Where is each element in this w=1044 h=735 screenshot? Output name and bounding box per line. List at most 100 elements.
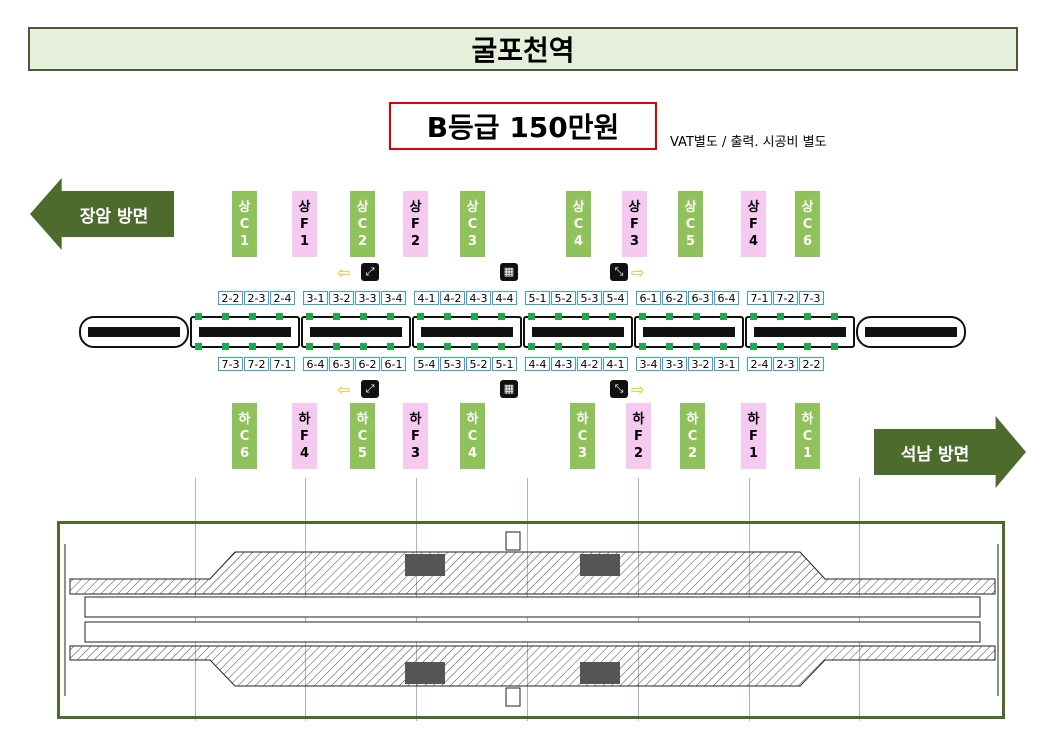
ad-panel-char: 3 (410, 445, 421, 461)
door-marker (609, 313, 616, 320)
door-label: 2-3 (773, 357, 798, 371)
yellow-arrow-left-icon: ⇦ (337, 380, 351, 399)
door-marker (222, 343, 229, 350)
door-label: 2-2 (218, 291, 243, 305)
train-window-strip (532, 327, 624, 337)
ad-panel-char: C (802, 216, 813, 232)
door-marker (750, 343, 757, 350)
door-marker (471, 343, 478, 350)
door-label: 6-4 (303, 357, 328, 371)
door-marker (777, 313, 784, 320)
door-label: 6-2 (662, 291, 687, 305)
ad-panel-char: 1 (299, 233, 310, 249)
escalator-icon: ⤢ (361, 380, 379, 398)
door-marker (528, 343, 535, 350)
door-marker (777, 343, 784, 350)
door-marker (555, 343, 562, 350)
door-label: 2-3 (244, 291, 269, 305)
door-label: 4-1 (603, 357, 628, 371)
ad-panel-char: 상 (356, 199, 369, 215)
door-label: 4-4 (492, 291, 517, 305)
door-label: 4-1 (414, 291, 439, 305)
ad-panel-char: C (467, 216, 478, 232)
door-marker (498, 343, 505, 350)
grade-note: VAT별도 / 출력. 시공비 별도 (670, 135, 827, 150)
ad-panel-char: F (749, 216, 758, 232)
door-marker (417, 343, 424, 350)
ad-panel-char: F (634, 428, 643, 444)
ad-panel-char: 상 (409, 199, 422, 215)
door-marker (333, 343, 340, 350)
elevator-icon: ▦ (500, 380, 518, 398)
door-marker (387, 343, 394, 350)
door-marker (831, 343, 838, 350)
door-marker (582, 313, 589, 320)
ad-panel-char: F (411, 216, 420, 232)
ad-panel-char: 하 (409, 411, 422, 427)
door-marker (666, 343, 673, 350)
door-marker (831, 313, 838, 320)
station-floor-plan (57, 521, 1005, 719)
ad-panel-char: 하 (238, 411, 251, 427)
door-label: 3-4 (381, 291, 406, 305)
door-label: 5-3 (577, 291, 602, 305)
escalator-icon: ⤡ (610, 263, 628, 281)
ad-panel-char: F (300, 216, 309, 232)
door-marker (249, 313, 256, 320)
ad-panel-char: 3 (629, 233, 640, 249)
door-label: 3-1 (303, 291, 328, 305)
door-label: 7-1 (270, 357, 295, 371)
door-label: 3-1 (714, 357, 739, 371)
ad-panel-char: 1 (802, 445, 813, 461)
door-marker (528, 313, 535, 320)
yellow-arrow-right-icon: ⇨ (631, 380, 645, 399)
door-marker (639, 313, 646, 320)
ad-panel-char: 2 (633, 445, 644, 461)
floor-plan-drawing (64, 531, 999, 707)
ad-panel-char: 하 (686, 411, 699, 427)
door-marker (609, 343, 616, 350)
ad-panel-char: C (357, 216, 368, 232)
ad-panel-char: 5 (685, 233, 696, 249)
door-label: 3-3 (355, 291, 380, 305)
door-marker (666, 313, 673, 320)
door-marker (360, 313, 367, 320)
door-marker (582, 343, 589, 350)
door-label: 6-3 (329, 357, 354, 371)
door-marker (444, 343, 451, 350)
ad-panel-char: 하 (632, 411, 645, 427)
door-marker (195, 343, 202, 350)
door-marker (333, 313, 340, 320)
ad-panel-char: C (577, 428, 588, 444)
door-marker (693, 313, 700, 320)
door-marker (804, 343, 811, 350)
door-label: 5-2 (466, 357, 491, 371)
door-marker (444, 313, 451, 320)
ad-panel-char: F (411, 428, 420, 444)
door-marker (750, 313, 757, 320)
ad-panel-char: 하 (576, 411, 589, 427)
door-marker (276, 343, 283, 350)
ad-panel-char: 하 (466, 411, 479, 427)
ad-panel-char: 1 (239, 233, 250, 249)
train-window-strip (865, 327, 957, 337)
door-label: 5-2 (551, 291, 576, 305)
door-label: 7-1 (747, 291, 772, 305)
door-marker (804, 313, 811, 320)
door-label: 6-1 (636, 291, 661, 305)
ad-panel-char: C (467, 428, 478, 444)
ad-panel-char: F (749, 428, 758, 444)
ad-panel-char: 상 (747, 199, 760, 215)
door-label: 2-2 (799, 357, 824, 371)
door-marker (417, 313, 424, 320)
door-label: 7-3 (218, 357, 243, 371)
